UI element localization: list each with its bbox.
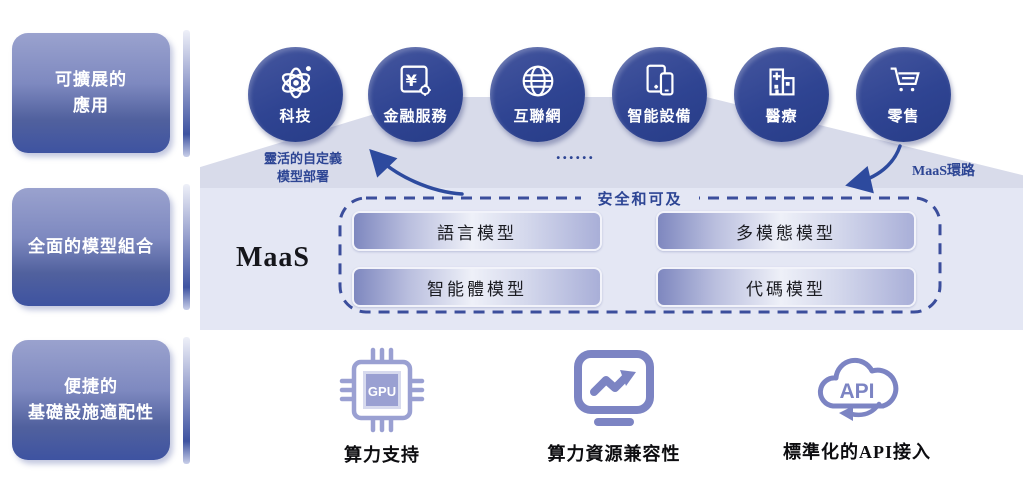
sidebar-box-line: 可擴展的 <box>55 69 127 89</box>
atom-icon <box>281 66 311 99</box>
industry-circle-internet: 互聯網 <box>490 47 585 142</box>
industry-label: 零售 <box>887 109 920 125</box>
sidebar-box-line: 基礎設施適配性 <box>28 403 154 422</box>
divider-bar <box>183 30 190 157</box>
sidebar-box-line: 全面的模型組合 <box>28 236 154 256</box>
model-pill-agent: 智能體模型 <box>352 267 602 307</box>
infra-item-api: API 標準化的API接入 <box>768 344 946 464</box>
industry-label: 科技 <box>279 109 312 125</box>
industry-circle-medical: 醫療 <box>734 47 829 142</box>
industry-circle-tech: 科技 <box>248 47 343 142</box>
gpu-icon-text: GPU <box>368 384 396 399</box>
sidebar-box-line: 便捷的 <box>64 376 118 396</box>
industry-circle-smart-devices: 智能設備 <box>612 47 707 142</box>
industry-label: 金融服務 <box>383 109 448 125</box>
model-pill-language: 語言模型 <box>352 211 602 251</box>
infra-label: 標準化的API接入 <box>783 442 931 462</box>
model-pill-multimodal: 多模態模型 <box>656 211 916 251</box>
infra-item-compatibility: 算力資源兼容性 <box>534 348 694 466</box>
api-cloud-icon: API <box>817 357 899 421</box>
divider-bar <box>183 337 190 464</box>
note-line: 模型部署 <box>276 168 329 184</box>
maas-loop-note: MaaS環路 <box>912 164 975 179</box>
sidebar-box-model-portfolio: 全面的模型組合 <box>12 188 170 306</box>
api-icon-text: API <box>839 380 874 403</box>
svg-text:¥: ¥ <box>405 71 417 90</box>
finance-yen-icon: ¥ <box>400 65 431 96</box>
industry-circle-finance: ¥ 金融服務 <box>368 47 463 142</box>
model-pill-code: 代碼模型 <box>656 267 916 307</box>
sidebar-box-line: 應用 <box>73 96 109 115</box>
monitor-trend-icon <box>574 350 654 426</box>
smart-devices-icon <box>645 64 674 96</box>
hospital-icon <box>768 68 795 96</box>
industry-circle-retail: 零售 <box>856 47 951 142</box>
divider-bar <box>183 184 190 310</box>
infra-label: 算力資源兼容性 <box>547 444 681 464</box>
industry-label: 智能設備 <box>627 109 692 125</box>
industry-label: 醫療 <box>765 109 798 125</box>
shopping-cart-icon <box>890 67 920 92</box>
infra-item-compute: GPU 算力支持 <box>312 345 452 467</box>
gpu-chip-icon: GPU <box>339 347 425 433</box>
maas-title: MaaS <box>236 242 310 273</box>
note-line: 靈活的自定義 <box>263 151 342 166</box>
ellipsis-note: ...... <box>556 143 595 163</box>
infra-label: 算力支持 <box>344 445 420 465</box>
globe-icon <box>522 65 553 97</box>
industry-label: 互聯網 <box>513 109 562 125</box>
sidebar-box-scalable-apps: 可擴展的 應用 <box>12 33 170 153</box>
sidebar-box-infrastructure: 便捷的 基礎設施適配性 <box>12 340 170 460</box>
flexible-deployment-note: 靈活的自定義 模型部署 <box>238 150 368 185</box>
